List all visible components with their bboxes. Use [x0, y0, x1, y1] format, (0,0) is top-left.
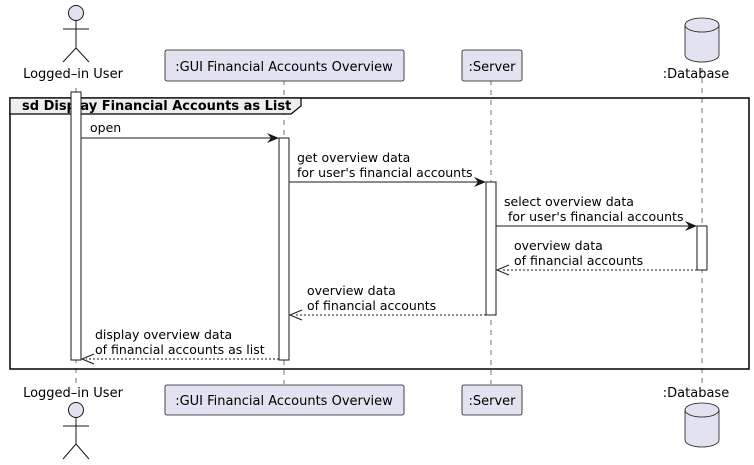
message-open: open [81, 120, 279, 143]
message-db-return-overview-data: overview data of financial accounts [495, 238, 697, 276]
activation-database [696, 225, 708, 271]
message-label: display overview data of financial accou… [95, 327, 265, 357]
participant-label-database: :Database [663, 67, 729, 82]
message-label: open [90, 120, 121, 135]
message-display-overview-data-as-list: display overview data of financial accou… [80, 327, 279, 365]
message-label: overview data of financial accounts [307, 283, 436, 313]
message-select-overview-data: select overview data for user's financia… [496, 194, 703, 231]
message-label: select overview data for user's financia… [504, 194, 703, 224]
actor-user-bottom: Logged–in User [23, 386, 124, 460]
sd-frame: sd Display Financial Accounts as List [9, 97, 750, 370]
message-server-return-overview-data: overview data of financial accounts [288, 283, 486, 321]
participant-label-database-bottom: :Database [663, 386, 729, 401]
database-icon [684, 17, 720, 63]
activation-user [70, 91, 82, 361]
database-top: :Database [663, 17, 729, 82]
participant-label-gui-bottom: :GUI Financial Accounts Overview [175, 394, 393, 409]
frame-title: sd Display Financial Accounts as List [22, 99, 291, 114]
message-get-overview-data: get overview data for user's financial a… [289, 150, 486, 187]
participant-gui-top: :GUI Financial Accounts Overview [164, 49, 405, 82]
actor-user-top: Logged–in User [23, 5, 124, 82]
participant-label-user: Logged–in User [23, 67, 123, 82]
database-icon [684, 402, 720, 448]
participant-server-bottom: :Server [461, 384, 523, 416]
participant-gui-bottom: :GUI Financial Accounts Overview [164, 384, 405, 416]
message-label: get overview data for user's financial a… [297, 150, 473, 180]
message-label: overview data of financial accounts [514, 238, 643, 268]
actor-icon [62, 5, 90, 63]
participant-server-top: :Server [461, 49, 523, 82]
participant-label-server-bottom: :Server [468, 394, 516, 409]
database-bottom: :Database [663, 386, 729, 448]
activation-server [485, 181, 497, 316]
actor-icon [62, 402, 90, 460]
participant-label-gui: :GUI Financial Accounts Overview [175, 60, 393, 75]
participant-label-user-bottom: Logged–in User [23, 386, 123, 401]
activation-gui [278, 137, 290, 361]
participant-label-server: :Server [468, 60, 516, 75]
